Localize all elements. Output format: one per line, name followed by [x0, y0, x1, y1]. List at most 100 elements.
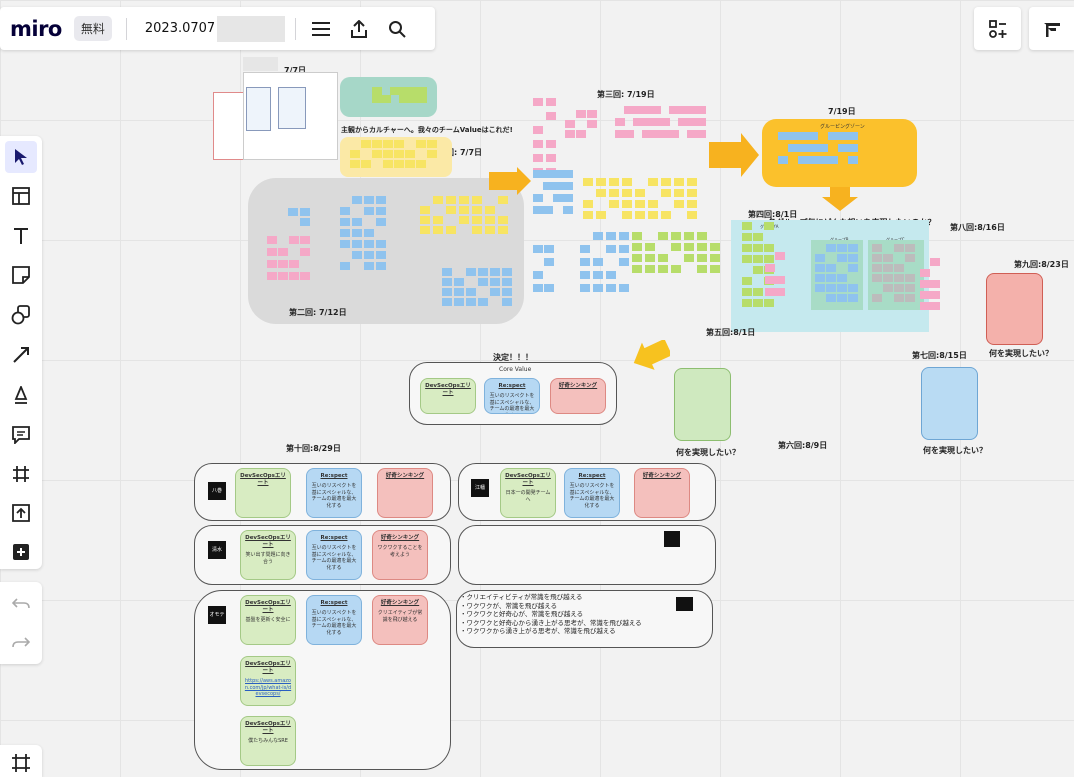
sticky-note[interactable] — [420, 216, 430, 224]
sticky-note[interactable] — [838, 144, 848, 152]
sticky-note[interactable] — [837, 284, 847, 292]
sticky-note[interactable] — [408, 87, 418, 95]
collaboration-tools-icon[interactable] — [974, 7, 1021, 50]
sticky-note[interactable] — [872, 294, 882, 302]
sticky-note[interactable] — [742, 255, 752, 263]
sticky-note[interactable] — [828, 156, 838, 164]
sticky-note[interactable] — [828, 132, 838, 140]
sticky-note[interactable] — [826, 294, 836, 302]
sticky-note[interactable] — [674, 178, 684, 186]
share-upload-icon[interactable] — [340, 10, 378, 48]
sticky-note[interactable] — [399, 87, 409, 95]
sticky-note[interactable] — [278, 248, 288, 256]
sticky-note[interactable] — [798, 132, 808, 140]
sticky-note[interactable] — [696, 130, 706, 138]
sticky-note[interactable] — [697, 232, 707, 240]
sticky-note[interactable] — [267, 248, 277, 256]
sticky-note[interactable] — [905, 274, 915, 282]
sticky-note[interactable] — [619, 258, 629, 266]
sticky-note[interactable] — [394, 140, 404, 148]
sticky-note[interactable] — [544, 284, 554, 292]
sticky-note[interactable] — [742, 233, 752, 241]
sticky-note[interactable] — [376, 207, 386, 215]
sticky-note[interactable] — [818, 156, 828, 164]
sticky-note[interactable] — [609, 200, 619, 208]
sticky-note[interactable] — [848, 244, 858, 252]
sticky-note[interactable] — [352, 196, 362, 204]
sticky-note[interactable] — [442, 298, 452, 306]
sticky-note[interactable] — [619, 245, 629, 253]
sticky-note[interactable] — [609, 189, 619, 197]
sticky-note[interactable] — [742, 288, 752, 296]
sticky-note[interactable] — [848, 144, 858, 152]
sticky-note[interactable] — [533, 245, 543, 253]
sticky-note[interactable] — [352, 251, 362, 259]
sticky-note[interactable] — [848, 284, 858, 292]
sticky-note[interactable] — [658, 254, 668, 262]
sticky-note[interactable] — [350, 150, 360, 158]
sticky-note[interactable] — [671, 265, 681, 273]
sticky-note[interactable] — [442, 268, 452, 276]
sticky-note[interactable] — [472, 196, 482, 204]
sticky-note[interactable] — [472, 206, 482, 214]
sticky-note[interactable] — [576, 130, 586, 138]
sticky-note[interactable] — [632, 243, 642, 251]
sticky-note[interactable] — [533, 170, 543, 178]
sticky-note[interactable] — [340, 262, 350, 270]
sticky-note[interactable] — [684, 243, 694, 251]
undo-icon[interactable] — [5, 588, 37, 620]
sticky-note[interactable] — [632, 265, 642, 273]
sticky-note[interactable] — [466, 268, 476, 276]
sticky-note[interactable] — [459, 216, 469, 224]
sticky-note[interactable] — [565, 120, 575, 128]
sticky-note[interactable] — [372, 87, 382, 95]
sticky-note[interactable] — [446, 196, 456, 204]
sticky-note[interactable] — [544, 245, 554, 253]
board-name[interactable]: 2023.0707 — [144, 21, 216, 36]
sticky-note[interactable] — [563, 206, 573, 214]
sticky-note[interactable] — [533, 98, 543, 106]
sticky-note[interactable] — [596, 178, 606, 186]
sticky-note[interactable] — [606, 271, 616, 279]
sticky-note[interactable] — [696, 106, 706, 114]
sticky-note[interactable] — [420, 226, 430, 234]
sticky-note[interactable] — [454, 298, 464, 306]
sticky-note[interactable] — [753, 233, 763, 241]
sticky-note[interactable] — [687, 130, 697, 138]
sticky-note[interactable] — [815, 264, 825, 272]
sticky-note[interactable] — [687, 118, 697, 126]
sticky-note[interactable] — [289, 260, 299, 268]
sticky-note[interactable] — [596, 211, 606, 219]
sticky-note[interactable] — [764, 244, 774, 252]
sticky-note[interactable] — [930, 291, 940, 299]
sticky-note[interactable] — [753, 266, 763, 274]
sticky-note[interactable] — [361, 140, 371, 148]
sticky-note[interactable] — [583, 211, 593, 219]
sticky-note[interactable] — [615, 118, 625, 126]
sticky-note[interactable] — [546, 112, 556, 120]
sticky-note[interactable] — [930, 280, 940, 288]
sticky-note[interactable] — [446, 206, 456, 214]
sticky-note[interactable] — [376, 251, 386, 259]
sticky-note[interactable] — [837, 244, 847, 252]
sticky-note[interactable] — [609, 178, 619, 186]
sticky-note[interactable] — [485, 206, 495, 214]
sticky-note[interactable] — [383, 160, 393, 168]
sticky-note[interactable] — [289, 272, 299, 280]
sticky-note[interactable] — [376, 240, 386, 248]
upload-icon[interactable] — [5, 497, 37, 529]
sticky-note[interactable] — [364, 196, 374, 204]
sticky-note[interactable] — [815, 284, 825, 292]
add-more-icon[interactable] — [5, 536, 37, 568]
sticky-note[interactable] — [883, 274, 893, 282]
sticky-note[interactable] — [669, 106, 679, 114]
sticky-note[interactable] — [651, 106, 661, 114]
sticky-note[interactable] — [427, 140, 437, 148]
sticky-note[interactable] — [563, 170, 573, 178]
sticky-note[interactable] — [408, 95, 418, 103]
select-cursor-icon[interactable] — [5, 141, 37, 173]
sticky-note[interactable] — [661, 189, 671, 197]
sticky-note[interactable] — [533, 140, 543, 148]
sticky-note[interactable] — [661, 211, 671, 219]
